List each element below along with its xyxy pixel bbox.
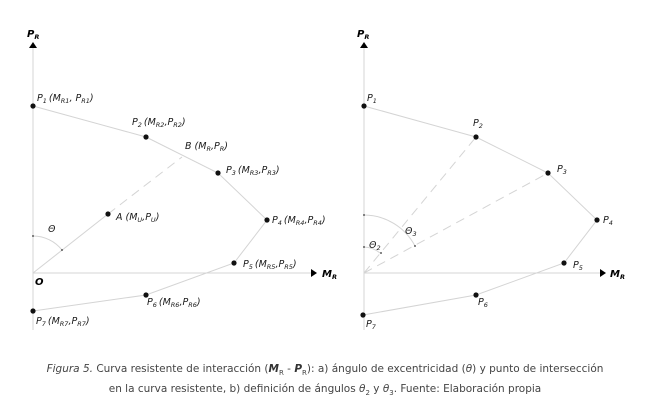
label-p5: P5 bbox=[573, 260, 583, 272]
point-p3 bbox=[215, 170, 221, 176]
label-p4: P4 bbox=[603, 215, 613, 227]
y-axis-label: PR bbox=[27, 29, 39, 41]
label-a: A(MU,PU) bbox=[115, 212, 159, 224]
point-p2 bbox=[143, 134, 149, 140]
point-p7 bbox=[30, 308, 36, 314]
label-p1: P1 bbox=[367, 93, 377, 105]
line-to-p3-dashed bbox=[363, 172, 549, 274]
point-p2 bbox=[473, 134, 479, 140]
eccentricity-line-dashed bbox=[107, 156, 183, 215]
point-a bbox=[105, 211, 111, 217]
label-p2: P2 bbox=[473, 118, 483, 130]
label-p6: P6 bbox=[478, 297, 488, 309]
label-p4: P4(MR4,PR4) bbox=[272, 215, 326, 227]
caption-line-1: Figura 5. Curva resistente de interacció… bbox=[46, 363, 604, 378]
y-axis-label: PR bbox=[357, 29, 369, 41]
label-p2: P2(MR2,PR2) bbox=[132, 117, 186, 129]
interaction-curve-figure: PR MR O Θ P1(MR1, PR1) P2(MR2,PR2) B(MR,… bbox=[27, 29, 625, 331]
angle-arc bbox=[32, 235, 63, 251]
label-p3: P3 bbox=[557, 164, 567, 176]
origin-label: O bbox=[35, 277, 44, 288]
x-axis-arrow-icon bbox=[311, 269, 317, 277]
label-b: B(MR,PR) bbox=[185, 141, 228, 153]
point-p3 bbox=[545, 170, 551, 176]
eccentricity-line bbox=[32, 213, 109, 274]
point-p1 bbox=[361, 103, 367, 109]
figure-caption: Figura 5. Curva resistente de interacció… bbox=[0, 361, 650, 401]
angle3-arc bbox=[363, 214, 416, 247]
figure-number: Figura 5. bbox=[46, 363, 93, 375]
point-p5 bbox=[231, 260, 237, 266]
x-axis-label: MR bbox=[610, 269, 625, 281]
point-p7 bbox=[360, 312, 366, 318]
x-axis-label: MR bbox=[322, 269, 337, 281]
label-p1: P1(MR1, PR1) bbox=[37, 93, 94, 105]
point-p1 bbox=[30, 103, 36, 109]
point-p6 bbox=[143, 292, 149, 298]
angle-theta3-label: Θ3 bbox=[405, 226, 417, 238]
x-axis-arrow-icon bbox=[600, 269, 606, 277]
label-p5: P5(MR5,PR5) bbox=[243, 259, 297, 271]
angle-theta-label: Θ bbox=[48, 224, 56, 235]
label-p3: P3(MR3,PR3) bbox=[226, 165, 280, 177]
point-p4 bbox=[264, 217, 270, 223]
point-p5 bbox=[561, 260, 567, 266]
label-p7: P7 bbox=[366, 319, 377, 331]
panel-a: PR MR O Θ P1(MR1, PR1) P2(MR2,PR2) B(MR,… bbox=[27, 29, 337, 330]
y-axis-arrow-icon bbox=[29, 42, 37, 48]
y-axis-arrow-icon bbox=[360, 42, 368, 48]
interaction-curve bbox=[32, 105, 268, 312]
interaction-curve bbox=[362, 105, 598, 316]
label-p6: P6(MR6,PR6) bbox=[147, 297, 201, 309]
point-p6 bbox=[473, 292, 479, 298]
panel-b: PR MR Θ2 Θ3 P1 P2 P3 P4 P5 P6 P7 bbox=[357, 29, 625, 331]
point-p4 bbox=[594, 217, 600, 223]
angle-theta2-label: Θ2 bbox=[369, 240, 381, 252]
caption-line-2: en la curva resistente, b) definición de… bbox=[108, 383, 542, 398]
label-p7: P7(MR7,PR7) bbox=[36, 316, 90, 328]
